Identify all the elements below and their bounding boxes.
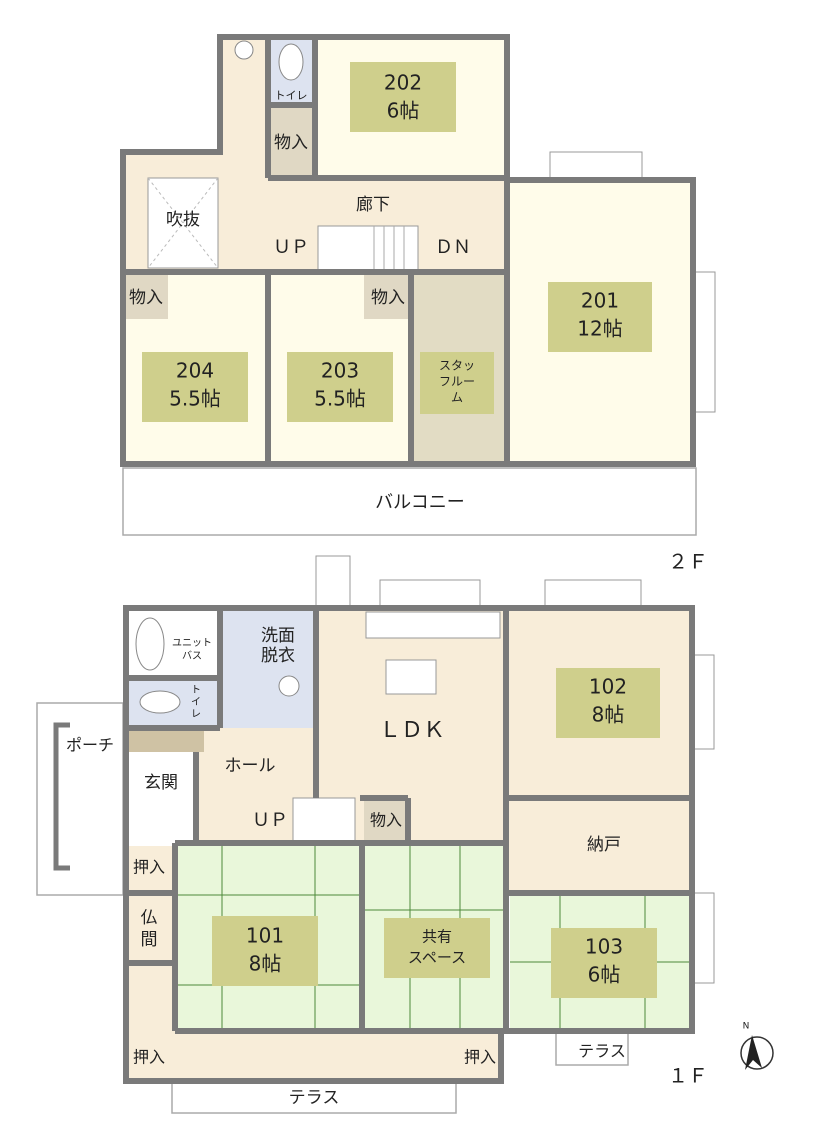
room-102-size: 8帖 (592, 703, 625, 727)
room-203-label-box (287, 352, 393, 422)
corridor-label: 廊下 (356, 195, 390, 215)
window-103-side (691, 892, 715, 984)
shoe-cabinet (126, 728, 204, 752)
north-label: N (743, 1022, 750, 1032)
toilet-1f-label-3: レ (191, 709, 201, 720)
room-102-label-box (556, 668, 660, 738)
toilet-2f-fixture (278, 43, 304, 81)
stairs-2f-treads (373, 226, 405, 270)
staff-room-label-1: スタッ (439, 359, 475, 373)
room-204-label-box (142, 352, 248, 422)
room-103-size: 6帖 (588, 963, 621, 987)
entrance-area (126, 752, 196, 840)
room-101-label-box (212, 916, 318, 986)
stairs-1f (292, 797, 356, 843)
porch-label: ポーチ (66, 736, 114, 755)
staff-room-label-3: ム (451, 391, 463, 405)
room-202-size: 6帖 (387, 99, 420, 123)
storage-2f-a (268, 108, 315, 178)
stairs-up-2f-label: ＵＰ (273, 237, 309, 258)
room-204-number: 204 (176, 359, 214, 383)
room-202-number: 202 (384, 71, 422, 95)
unit-bath-label-1: ユニット (172, 638, 212, 649)
storage-2f-label-a: 物入 (274, 133, 308, 153)
room-203-size: 5.5帖 (314, 387, 366, 411)
room-103-label-box (551, 928, 657, 998)
engawa-area (126, 1031, 501, 1081)
floor-2-label: ２Ｆ (668, 550, 708, 574)
bathtub-fixture (135, 617, 165, 671)
washroom-label-2: 脱衣 (261, 646, 295, 666)
back-door-step (315, 555, 351, 609)
window-ldk-top (379, 579, 481, 609)
staff-room-label-box (420, 352, 494, 414)
staff-room-label-2: フルー (439, 375, 475, 389)
closet-room-area (506, 798, 692, 893)
terrace-bottom (171, 1080, 457, 1114)
room-201-size: 12帖 (577, 317, 622, 341)
window-201-side (692, 271, 716, 413)
shared-space-label-box (384, 918, 490, 978)
terrace-label-a: テラス (289, 1088, 340, 1108)
room-204-size: 5.5帖 (169, 387, 221, 411)
void-cross-a (147, 177, 219, 269)
closet-room-label: 納戸 (587, 835, 621, 855)
room-203-number: 203 (321, 359, 359, 383)
room-201-label-box (548, 282, 652, 352)
room-102-number: 102 (589, 675, 627, 699)
oshiire-label-c: 押入 (464, 1048, 496, 1067)
toilet-1f-fixture (139, 690, 181, 714)
room-201-number: 201 (581, 289, 619, 313)
porch-step (53, 722, 70, 871)
ldk-label: ＬＤＫ (379, 718, 445, 743)
kitchen-counter (365, 611, 501, 639)
storage-1f-area (364, 798, 408, 842)
storage-2f-label-c: 物入 (371, 288, 405, 308)
oshiire-label-b: 押入 (133, 1048, 165, 1067)
void-label: 吹抜 (166, 210, 200, 230)
shared-space-label-1: 共有 (422, 928, 452, 946)
window-201-top (549, 151, 643, 181)
hall-label: ホール (225, 756, 276, 776)
walls-1f (123, 605, 695, 1084)
toilet-2f-label: トイレ (275, 89, 308, 102)
storage-2f-label-b: 物入 (129, 288, 163, 308)
balcony-label: バルコニー (375, 492, 465, 513)
stairs-dn-2f-label: ＤＮ (435, 237, 471, 258)
floor-1-label: １Ｆ (668, 1064, 708, 1088)
floor-2-plan: 202 6帖 201 12帖 204 5.5帖 203 5.5帖 スタッ フルー… (120, 34, 716, 574)
room-101-number: 101 (246, 924, 284, 948)
stairs-2f (317, 225, 419, 271)
window-102-top (544, 579, 642, 609)
porch-area (36, 702, 124, 896)
void-cross-b (147, 177, 219, 269)
walls-2f (120, 34, 696, 467)
storage-2f-b (123, 275, 168, 319)
toilet-1f-label-2: イ (191, 697, 201, 708)
terrace-label-b: テラス (578, 1042, 626, 1061)
north-arrow-icon: N (740, 1022, 774, 1070)
butsuma-label-1: 仏 (141, 908, 158, 928)
window-102-side (691, 654, 715, 750)
room-101-size: 8帖 (249, 952, 282, 976)
butsuma-area (126, 846, 175, 1031)
stairs-up-1f-label: ＵＰ (252, 810, 288, 831)
washroom-label-1: 洗面 (261, 626, 295, 646)
storage-2f-c (364, 275, 411, 319)
shared-space-label-2: スペース (408, 949, 466, 967)
kitchen-island (385, 659, 437, 695)
floor-1-plan: 102 8帖 101 8帖 103 6帖 共有 スペース ＬＤＫ ユニット バス… (36, 555, 715, 1114)
room-202-label-box (350, 62, 456, 132)
oshiire-label-a: 押入 (133, 858, 165, 877)
storage-1f-label: 物入 (370, 811, 402, 830)
room-103-number: 103 (585, 935, 623, 959)
balcony-area (122, 467, 697, 536)
sink-2f-fixture (234, 40, 254, 60)
toilet-1f-label-1: ト (191, 685, 201, 696)
butsuma-label-2: 間 (141, 930, 158, 950)
sink-1f-fixture (278, 675, 300, 697)
entrance-label: 玄関 (144, 773, 178, 793)
unit-bath-label-2: バス (182, 650, 202, 662)
